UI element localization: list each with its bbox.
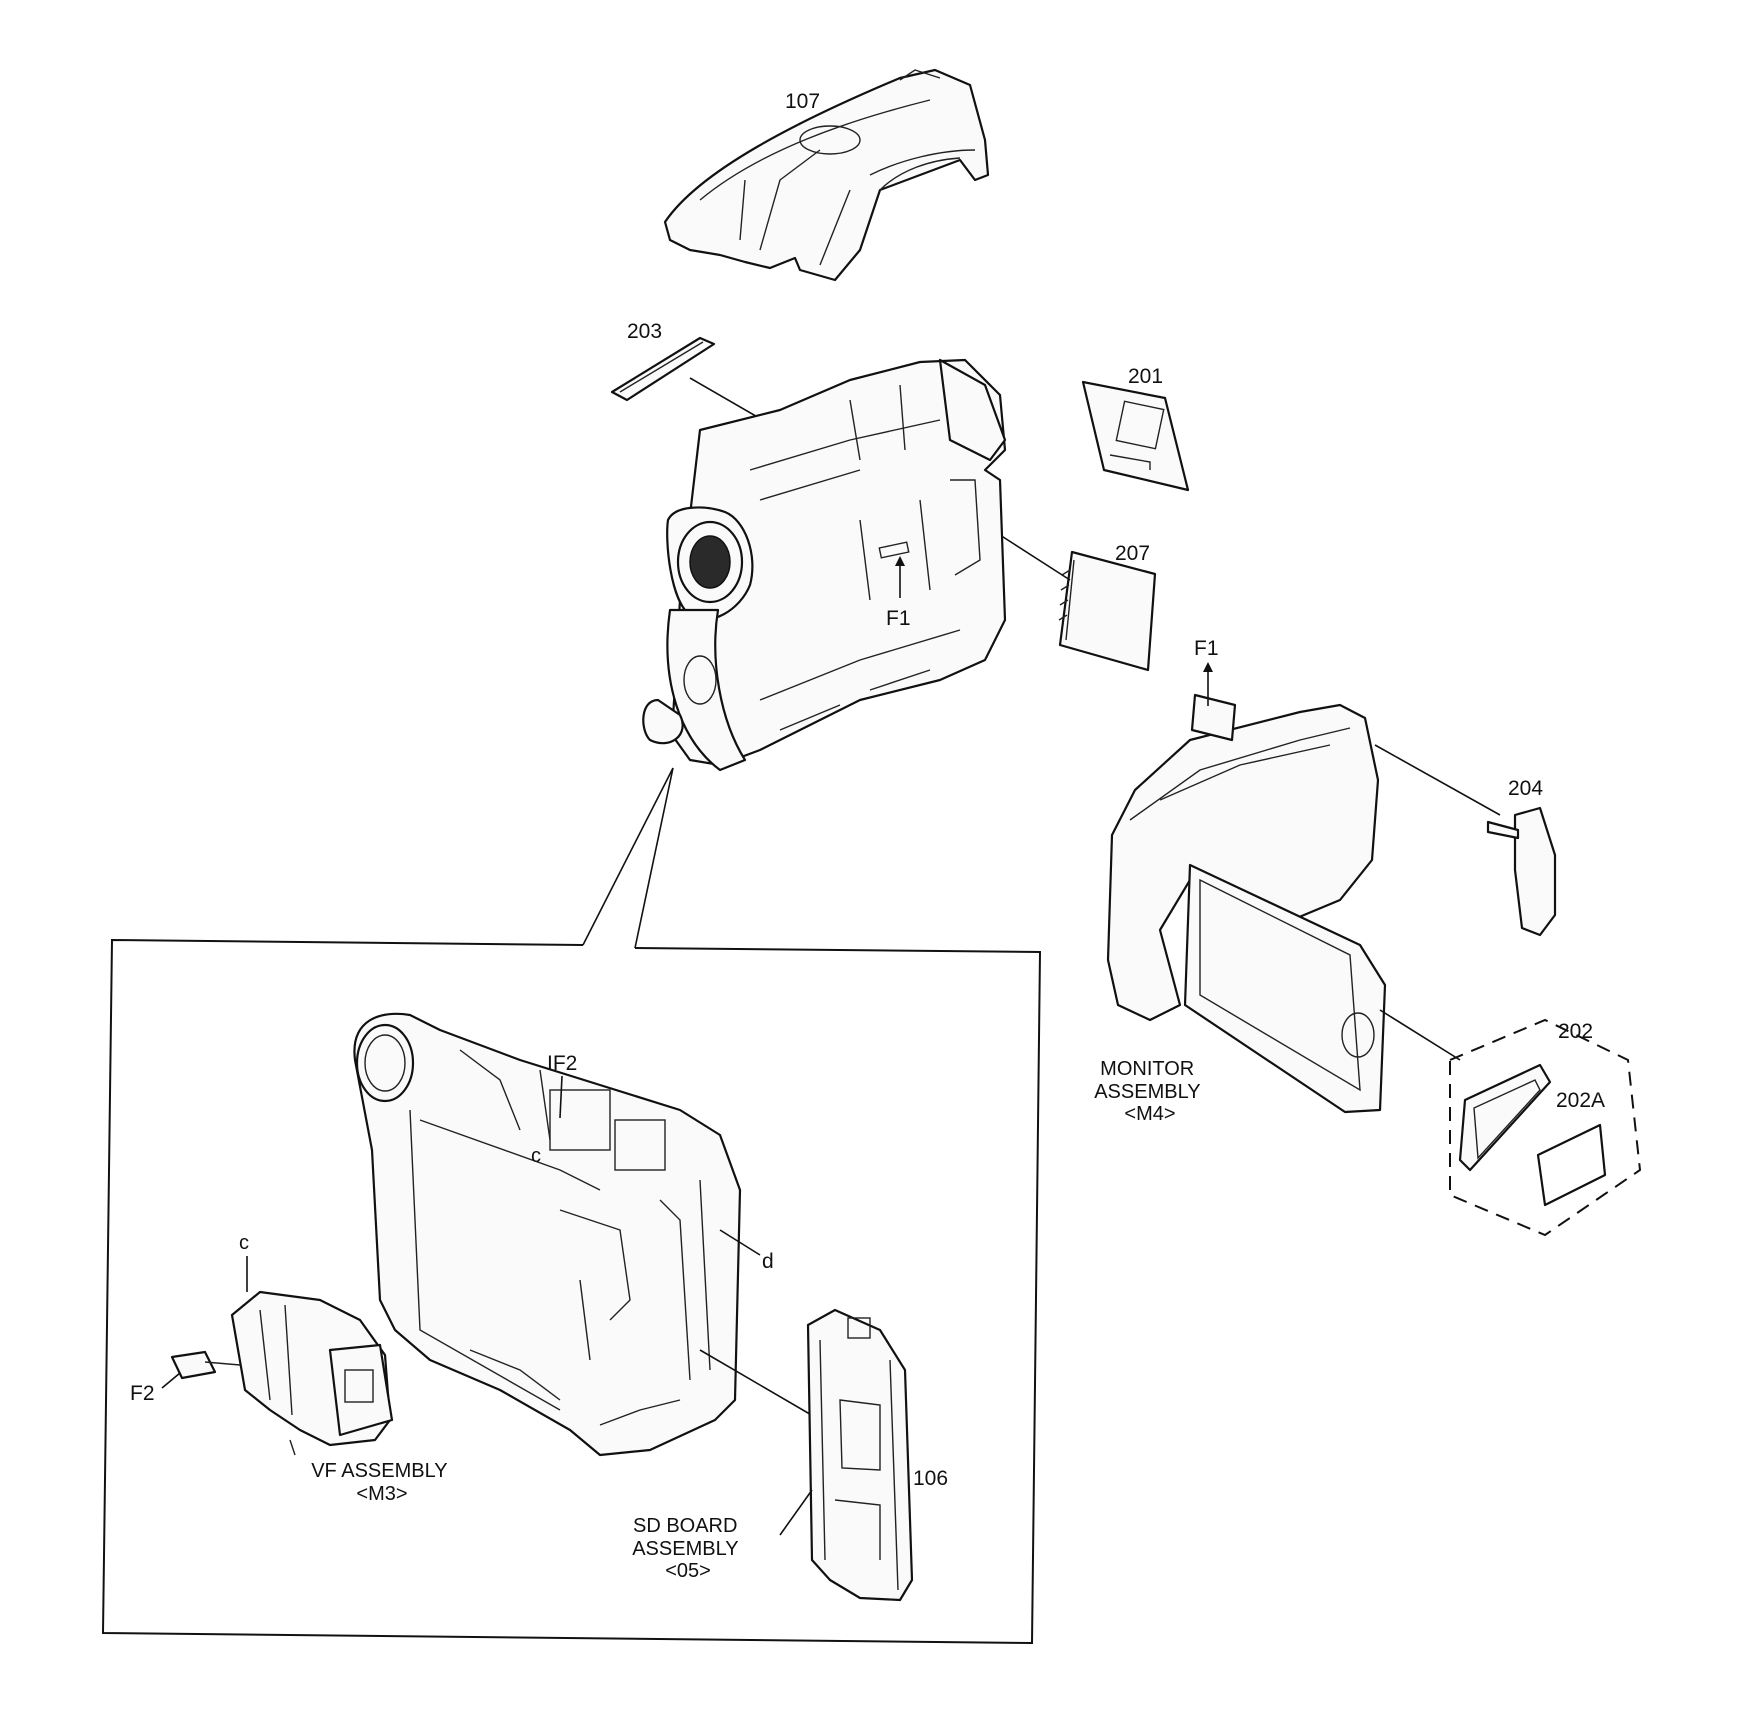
label-207: 207 [1115, 542, 1150, 565]
leader-f2 [161, 1372, 181, 1389]
label-c-upper: c [531, 1145, 541, 1167]
leader-106-connector [699, 1349, 821, 1421]
label-f1-body: F1 [886, 607, 911, 630]
leader-if2 [559, 1075, 563, 1119]
camera-body-main [642, 358, 1007, 772]
label-f1-monitor: F1 [1194, 637, 1219, 660]
label-204: 204 [1508, 777, 1543, 800]
side-cover-part-106 [806, 1308, 914, 1602]
leader-207 [999, 534, 1071, 581]
arrow-f1-body [895, 556, 905, 566]
label-sd-board-assembly: SD BOARD ASSEMBLY <05> [632, 1515, 744, 1582]
label-if2: IF2 [547, 1052, 577, 1075]
leader-204 [1374, 744, 1501, 816]
leader-d [719, 1229, 761, 1256]
label-202: 202 [1558, 1020, 1593, 1043]
filter-group-202 [1449, 1018, 1642, 1237]
arrow-f1-monitor [1203, 662, 1213, 672]
card-part-207 [1058, 550, 1157, 672]
label-d: d [762, 1250, 774, 1273]
label-203: 203 [627, 320, 662, 343]
callout-line-left [582, 767, 674, 946]
label-202a: 202A [1556, 1089, 1605, 1112]
vf-assembly-m3 [170, 1290, 394, 1456]
label-106: 106 [913, 1467, 948, 1490]
callout-line-right [634, 767, 674, 949]
detail-frame [101, 938, 1042, 1645]
detail-chassis [353, 1012, 742, 1457]
latch-part-204 [1486, 806, 1557, 937]
label-c-vf: c [239, 1232, 249, 1254]
bracket-part-203 [610, 336, 716, 402]
cover-part-201 [1081, 380, 1190, 492]
top-cover-part-107 [663, 68, 990, 282]
label-107: 107 [785, 90, 820, 113]
label-monitor-assembly: MONITOR ASSEMBLY <M4> [1094, 1058, 1206, 1125]
leader-202 [1379, 1009, 1461, 1061]
label-201: 201 [1128, 365, 1163, 388]
label-f2: F2 [130, 1382, 155, 1405]
monitor-assembly-m4 [1106, 693, 1387, 1114]
label-vf-assembly: VF ASSEMBLY <M3> [311, 1460, 453, 1505]
leader-sd-board [779, 1489, 813, 1536]
